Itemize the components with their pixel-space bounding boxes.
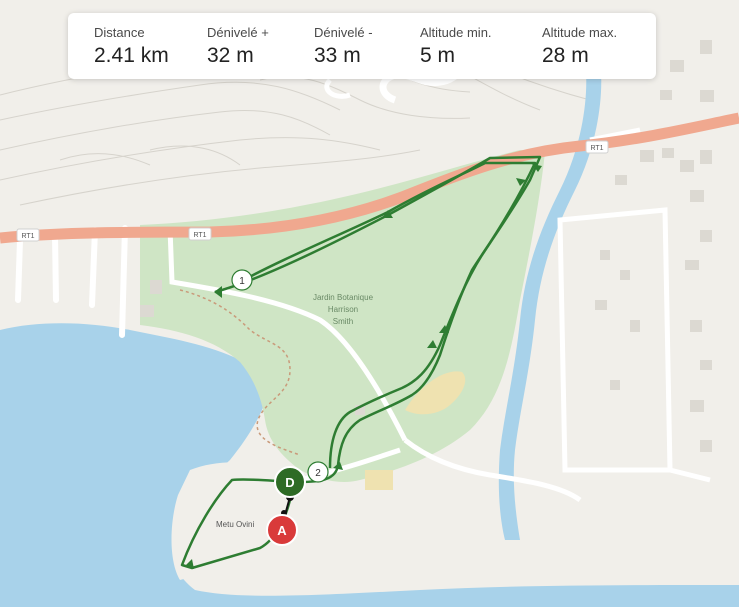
stat-altitude-min-label: Altitude min. [420,25,492,40]
stat-altitude-max-value: 28 m [542,44,589,67]
svg-text:RT1: RT1 [21,233,34,240]
stat-distance-value: 2.41 km [94,44,169,67]
svg-text:A: A [277,523,287,538]
stat-elevation-gain-value: 32 m [207,44,254,67]
road-rt1 [0,112,739,244]
stat-elevation-gain: Dénivelé + 32 m [207,25,269,69]
road-shield-1: RT1 [16,228,40,242]
stat-distance: Distance 2.41 km [94,25,169,69]
mountain-road-2 [324,78,351,99]
footpath [179,289,301,456]
arrival-marker[interactable]: A [266,510,298,546]
stat-elevation-gain-label: Dénivelé + [207,25,269,40]
stat-altitude-max: Altitude max. 28 m [542,25,617,69]
place-label: Metu Ovini [216,520,254,529]
svg-text:D: D [285,475,294,490]
waypoint-2-marker[interactable]: 2 [307,461,329,483]
piers [15,225,128,338]
stat-altitude-min: Altitude min. 5 m [420,25,492,69]
svg-text:RT1: RT1 [193,232,206,239]
svg-text:RT1: RT1 [590,145,603,152]
svg-text:1: 1 [239,276,245,287]
park-label-line-3: Smith [333,317,353,326]
start-marker[interactable]: D [274,466,306,516]
park-label-line-1: Jardin Botanique [313,293,374,302]
road-shield-2: RT1 [188,227,212,241]
buildings [140,40,714,490]
stat-elevation-loss-label: Dénivelé - [314,25,373,40]
streets [167,127,711,503]
stat-distance-label: Distance [94,25,145,40]
road-shield-3: RT1 [585,140,609,154]
river [498,60,602,540]
sand-patch [405,371,466,415]
stat-altitude-max-label: Altitude max. [542,25,618,40]
stats-panel: Distance 2.41 km Dénivelé + 32 m Dénivel… [68,13,656,79]
park-label-line-2: Harrison [328,305,358,314]
lagoon-water [0,323,739,607]
stat-elevation-loss-value: 33 m [314,44,361,67]
svg-text:2: 2 [315,468,321,479]
stat-altitude-min-value: 5 m [420,44,456,67]
waypoint-1-marker[interactable]: 1 [231,269,253,291]
route-arrows [186,164,542,569]
stat-elevation-loss: Dénivelé - 33 m [314,25,373,69]
